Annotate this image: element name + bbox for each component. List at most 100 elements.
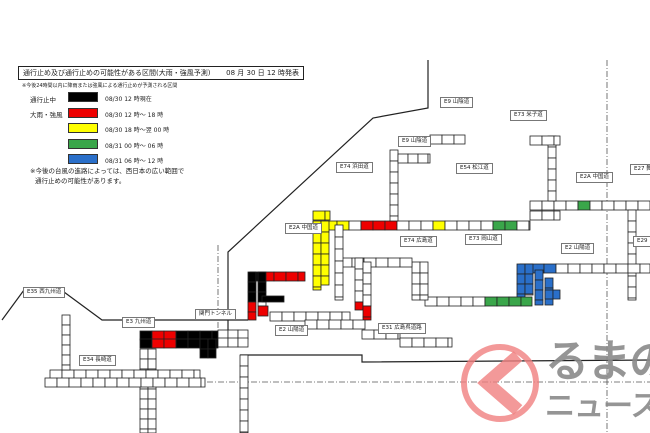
road-section xyxy=(627,297,637,301)
legend-swatch xyxy=(68,92,98,102)
road-section xyxy=(547,168,557,181)
road-section xyxy=(555,263,569,274)
route-label: E54 松江道 xyxy=(456,163,493,174)
road-section xyxy=(237,337,249,348)
road-section xyxy=(362,283,372,296)
road-section xyxy=(553,210,561,221)
road-section xyxy=(417,153,429,164)
road-section xyxy=(92,377,106,388)
road-section xyxy=(348,220,362,231)
road-section-closure xyxy=(139,338,153,349)
road-section xyxy=(316,319,330,330)
road-section xyxy=(164,377,178,388)
road-section xyxy=(68,377,82,388)
road-section xyxy=(293,311,307,322)
road-section xyxy=(239,387,249,400)
road-section xyxy=(239,365,249,378)
road-section xyxy=(427,153,431,164)
road-section-closure xyxy=(508,296,522,307)
road-section xyxy=(547,179,557,192)
road-section xyxy=(589,200,603,211)
road-section xyxy=(399,337,413,348)
road-section xyxy=(411,294,421,301)
roads xyxy=(44,134,650,433)
legend-text: 08/31 00 時～ 06 時 xyxy=(105,142,164,150)
road-section xyxy=(61,324,71,336)
road-section xyxy=(362,261,372,274)
road-section-closure xyxy=(261,295,285,303)
road-section xyxy=(354,279,364,292)
route-label: E73 岡山道 xyxy=(465,234,502,245)
road-section-closure xyxy=(257,281,267,293)
road-section xyxy=(436,296,450,307)
road-section xyxy=(334,224,344,238)
road-section xyxy=(547,146,557,159)
road-section-closure xyxy=(257,271,267,283)
road-section xyxy=(627,263,641,274)
road-section-closure xyxy=(516,283,526,295)
road-section xyxy=(639,263,650,274)
road-section xyxy=(411,337,425,348)
road-section xyxy=(116,377,130,388)
road-section-closure xyxy=(312,286,322,291)
road-section xyxy=(200,377,206,388)
road-section xyxy=(139,388,149,400)
road-section xyxy=(423,337,437,348)
route-label: E9 山陰道 xyxy=(440,97,474,108)
road-section xyxy=(448,296,462,307)
road-section-closure xyxy=(285,271,299,282)
road-section xyxy=(362,272,372,285)
note-top: ※今後24時間以内に降雨または強風による通行止めが予測される区間 xyxy=(22,83,178,89)
road-section xyxy=(389,149,399,162)
road-section xyxy=(444,220,458,231)
road-section-closure xyxy=(324,210,331,221)
road-section xyxy=(615,263,629,274)
road-section xyxy=(411,272,421,285)
route-label: E31 広島呉道路 xyxy=(378,323,426,334)
road-section xyxy=(389,160,399,173)
road-section xyxy=(603,263,617,274)
road-section xyxy=(591,263,605,274)
route-label: E27 舞鶴 xyxy=(630,164,650,175)
road-section xyxy=(176,377,190,388)
legend-swatch xyxy=(68,138,98,149)
road-section-closure xyxy=(384,220,398,231)
road-section xyxy=(447,337,453,348)
road-section xyxy=(139,418,149,430)
road-section xyxy=(257,301,267,307)
road-section-closure xyxy=(247,281,257,293)
road-section xyxy=(44,377,58,388)
road-section xyxy=(420,220,434,231)
road-section xyxy=(389,215,399,222)
road-section xyxy=(389,171,399,184)
road-section xyxy=(139,348,149,360)
road-section-closure xyxy=(312,210,326,221)
road-section-closure xyxy=(320,220,330,233)
road-section xyxy=(239,409,249,422)
road-section-closure xyxy=(151,338,165,349)
issued-time: 08 月 30 日 12 時発表 xyxy=(226,69,299,77)
road-section xyxy=(547,157,557,170)
map-title: 通行止め及び通行止めの可能性がある区間(大雨・強風予測) xyxy=(23,69,211,77)
road-section xyxy=(334,296,344,301)
road-section xyxy=(389,193,399,206)
road-section xyxy=(227,337,239,348)
road-section xyxy=(61,364,71,371)
road-section-closure xyxy=(534,279,544,291)
road-section-closure xyxy=(504,220,518,231)
road-section xyxy=(340,319,354,330)
road-section-closure xyxy=(362,305,372,318)
road-section xyxy=(104,377,118,388)
road-section-closure xyxy=(354,301,364,311)
road-section-closure xyxy=(484,296,498,307)
route-label: E74 浜田道 xyxy=(336,162,373,173)
road-section xyxy=(637,200,650,211)
road-section xyxy=(334,236,344,250)
legend-swatch xyxy=(68,107,98,118)
route-label: E34 長崎道 xyxy=(79,355,116,366)
route-label: E3 九州道 xyxy=(122,317,156,328)
road-section xyxy=(61,314,71,326)
road-section xyxy=(354,268,364,281)
tunnel-label: 関門トンネル xyxy=(195,309,236,320)
road-section xyxy=(188,377,202,388)
